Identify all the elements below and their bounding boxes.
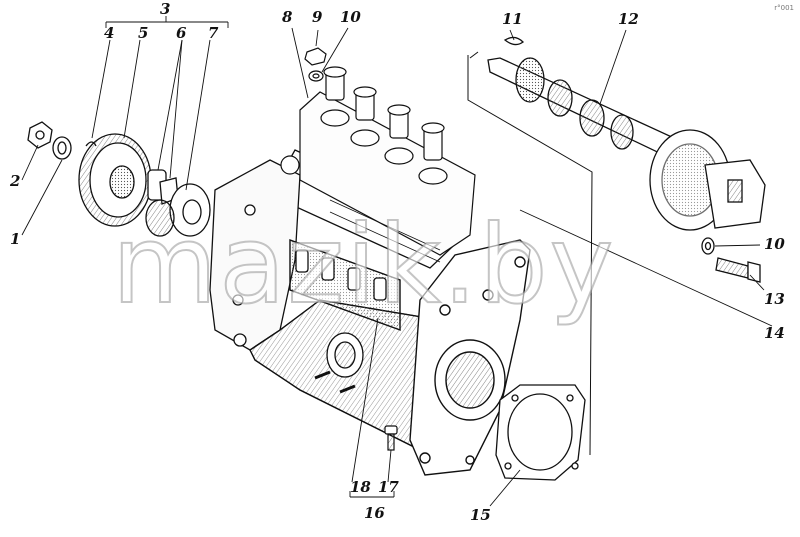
callout-15: 15: [470, 506, 491, 524]
callout-11: 11: [502, 10, 523, 28]
callout-17: 17: [378, 478, 399, 496]
callout-14: 14: [764, 324, 785, 342]
callout-6: 6: [176, 24, 187, 42]
front-flange-plate: [409, 239, 531, 476]
gasket: [495, 384, 586, 481]
callout-10-top: 10: [340, 8, 361, 26]
screw: [384, 425, 398, 451]
delivery-valve-holders: [280, 66, 476, 263]
watermark: mazik.by: [111, 203, 616, 328]
camshaft-frame-lines: [467, 51, 593, 456]
callout-7: 7: [208, 24, 219, 42]
drive-gear-assembly: [27, 121, 211, 237]
callout-8: 8: [282, 8, 293, 26]
callout-16: 16: [364, 504, 385, 522]
callout-1: 1: [10, 230, 21, 248]
callout-18: 18: [350, 478, 371, 496]
callout-5: 5: [138, 24, 149, 42]
leader-lines: [21, 16, 773, 507]
camshaft: [487, 36, 766, 283]
callout-9: 9: [312, 8, 323, 26]
callout-13: 13: [764, 290, 785, 308]
callout-4: 4: [104, 24, 115, 42]
callout-10-right: 10: [764, 235, 785, 253]
callout-3: 3: [160, 0, 171, 18]
top-nut-washer: [304, 47, 327, 82]
corner-mark: r°001: [774, 4, 794, 12]
callout-12: 12: [618, 10, 639, 28]
callout-2: 2: [10, 172, 21, 190]
